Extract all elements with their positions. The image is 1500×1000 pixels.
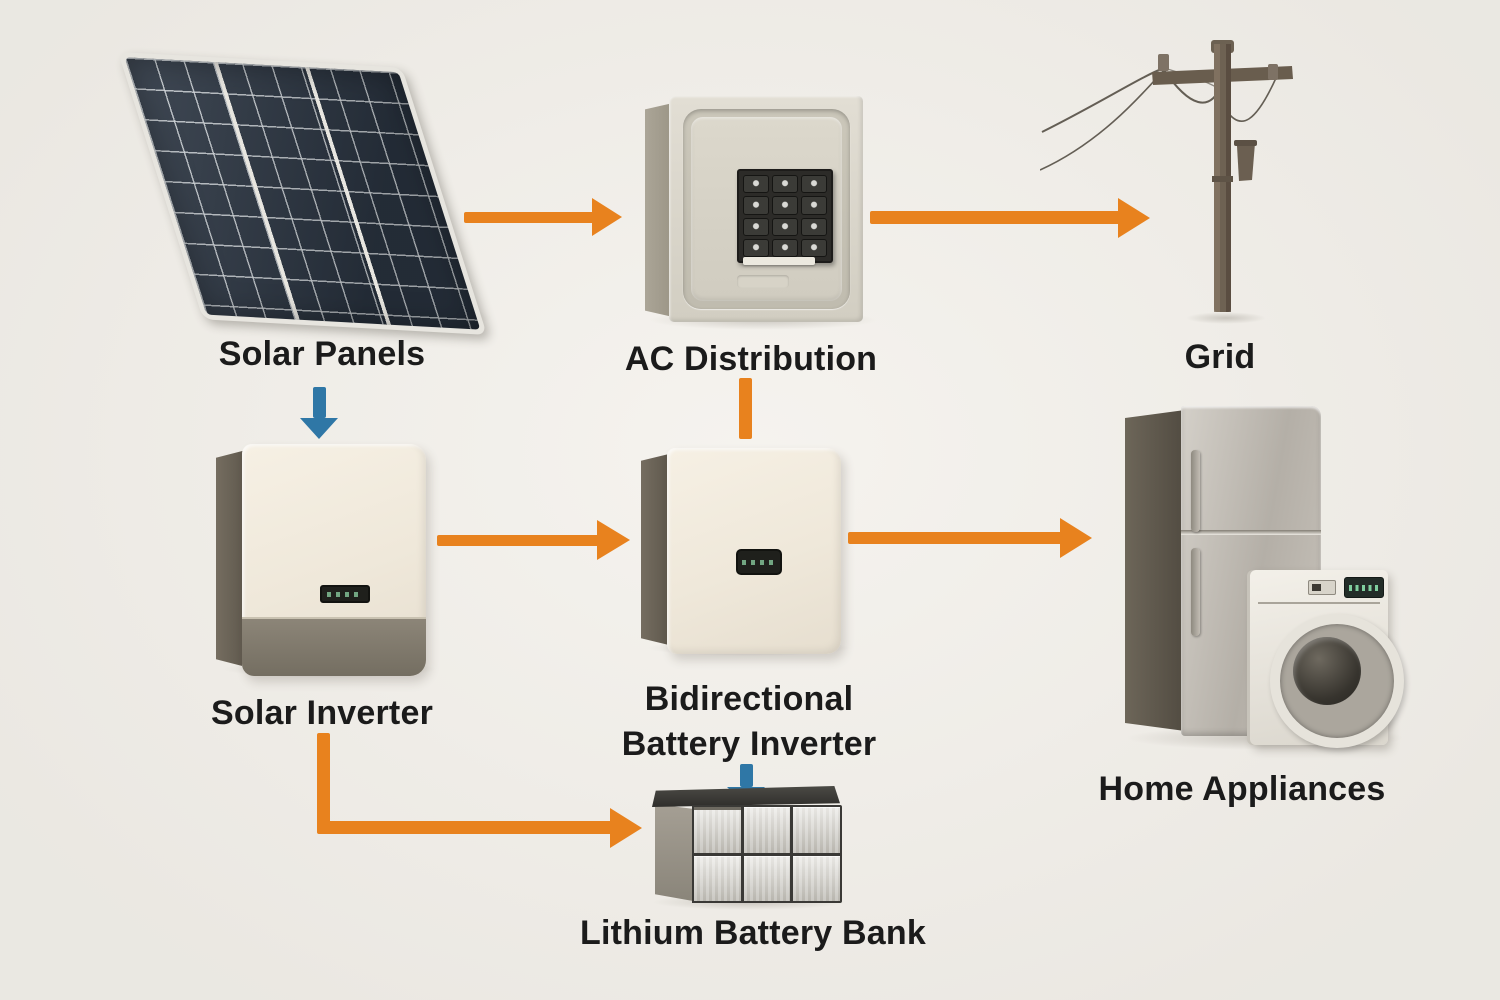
breaker-switch (772, 217, 798, 236)
arrow-battery-inverter-to-home-appliances (848, 518, 1094, 558)
arrow-solar-panels-to-solar-inverter (300, 387, 338, 439)
box-front-face (669, 96, 863, 322)
fridge-side-face (1125, 410, 1185, 731)
arrow-head (610, 807, 642, 848)
transformer-can (1237, 143, 1255, 181)
solar-inverter-label: Solar Inverter (210, 694, 434, 732)
arrow-head (592, 198, 622, 236)
washer-panel-line (1258, 602, 1380, 604)
breaker-switch (772, 196, 798, 215)
solar-panel-icon (118, 52, 488, 335)
battery-module (793, 855, 840, 901)
arrow-shaft (312, 387, 326, 418)
washer-display (1344, 577, 1384, 598)
arrow-ac-distribution-to-grid (870, 197, 1152, 238)
arrow-shaft (848, 532, 1062, 544)
ac-distribution-icon (645, 96, 863, 322)
display-readout (742, 559, 776, 565)
breaker-ledge (743, 257, 815, 265)
battery-top-face (652, 786, 840, 807)
display-readout (1349, 584, 1379, 591)
arrow-solar-inverter-to-battery-bank (312, 733, 644, 849)
battery-front (692, 805, 842, 903)
arrow-shaft (739, 764, 753, 787)
breaker-switch (801, 196, 827, 215)
battery-bank-icon (652, 786, 842, 904)
battery-inverter-label-line2: Battery Inverter (621, 724, 877, 763)
solar-panels-label: Solar Panels (218, 335, 426, 373)
breaker-switch (743, 196, 769, 215)
label-slot (737, 275, 789, 288)
display-readout (326, 591, 364, 597)
arrow-head (300, 418, 338, 439)
arrow-shaft-horizontal (317, 821, 612, 834)
washer-dispenser (1308, 580, 1336, 595)
box-inner-panel (691, 117, 842, 301)
arrow-shaft (739, 378, 752, 439)
arrow-shaft-vertical (317, 733, 330, 833)
battery-inverter-label-line1: Bidirectional (644, 680, 854, 718)
washer-door-glass (1293, 637, 1361, 705)
breaker-switch (743, 175, 769, 194)
washer-door (1270, 614, 1404, 748)
arrow-head (1060, 518, 1092, 558)
grid-label: Grid (1184, 338, 1256, 376)
breaker-switch (772, 175, 798, 194)
box-recess-rim (683, 109, 850, 309)
arrow-shaft (437, 534, 599, 546)
battery-module (694, 807, 741, 853)
insulator (1268, 64, 1278, 80)
arrow-solar-panels-to-ac-distribution (464, 198, 624, 236)
grid-pole-shadow (1186, 312, 1266, 324)
breaker-switch (743, 217, 769, 236)
utility-pole-icon (1040, 40, 1293, 312)
battery-module (694, 855, 741, 901)
battery-inverter-icon (641, 448, 841, 654)
solar-inverter-icon (216, 444, 426, 676)
battery-module (793, 807, 840, 853)
fridge-door-split (1181, 530, 1321, 535)
inverter-display (320, 585, 370, 603)
breaker-switch (801, 217, 827, 236)
breaker-switch (801, 238, 827, 257)
breaker-switch (743, 238, 769, 257)
washing-machine-icon (1250, 570, 1404, 748)
breaker-switch (772, 238, 798, 257)
battery-side-face (655, 804, 693, 901)
box-side-face (645, 103, 673, 317)
arrow-shaft (464, 211, 594, 223)
arrow-head (597, 520, 630, 560)
battery-module (743, 855, 791, 901)
connector-ac-distribution-to-battery-inverter (739, 378, 752, 439)
insulator (1158, 54, 1169, 71)
arrow-solar-inverter-to-battery-inverter (437, 520, 632, 560)
inverter-bottom-band (242, 617, 426, 676)
arrow-shaft (870, 210, 1120, 224)
fridge-handle (1191, 548, 1200, 636)
battery-module (743, 807, 791, 853)
ac-distribution-label: AC Distribution (624, 340, 878, 378)
arrow-head (1118, 198, 1150, 238)
pole-band (1212, 176, 1233, 182)
battery-inverter-label: Bidirectional Battery Inverter (622, 677, 877, 767)
inverter-display (736, 549, 782, 575)
fridge-handle (1191, 450, 1200, 532)
home-appliances-label: Home Appliances (1098, 770, 1386, 808)
lithium-battery-bank-label: Lithium Battery Bank (580, 914, 926, 952)
breaker-panel (737, 169, 833, 263)
breaker-switch (801, 175, 827, 194)
